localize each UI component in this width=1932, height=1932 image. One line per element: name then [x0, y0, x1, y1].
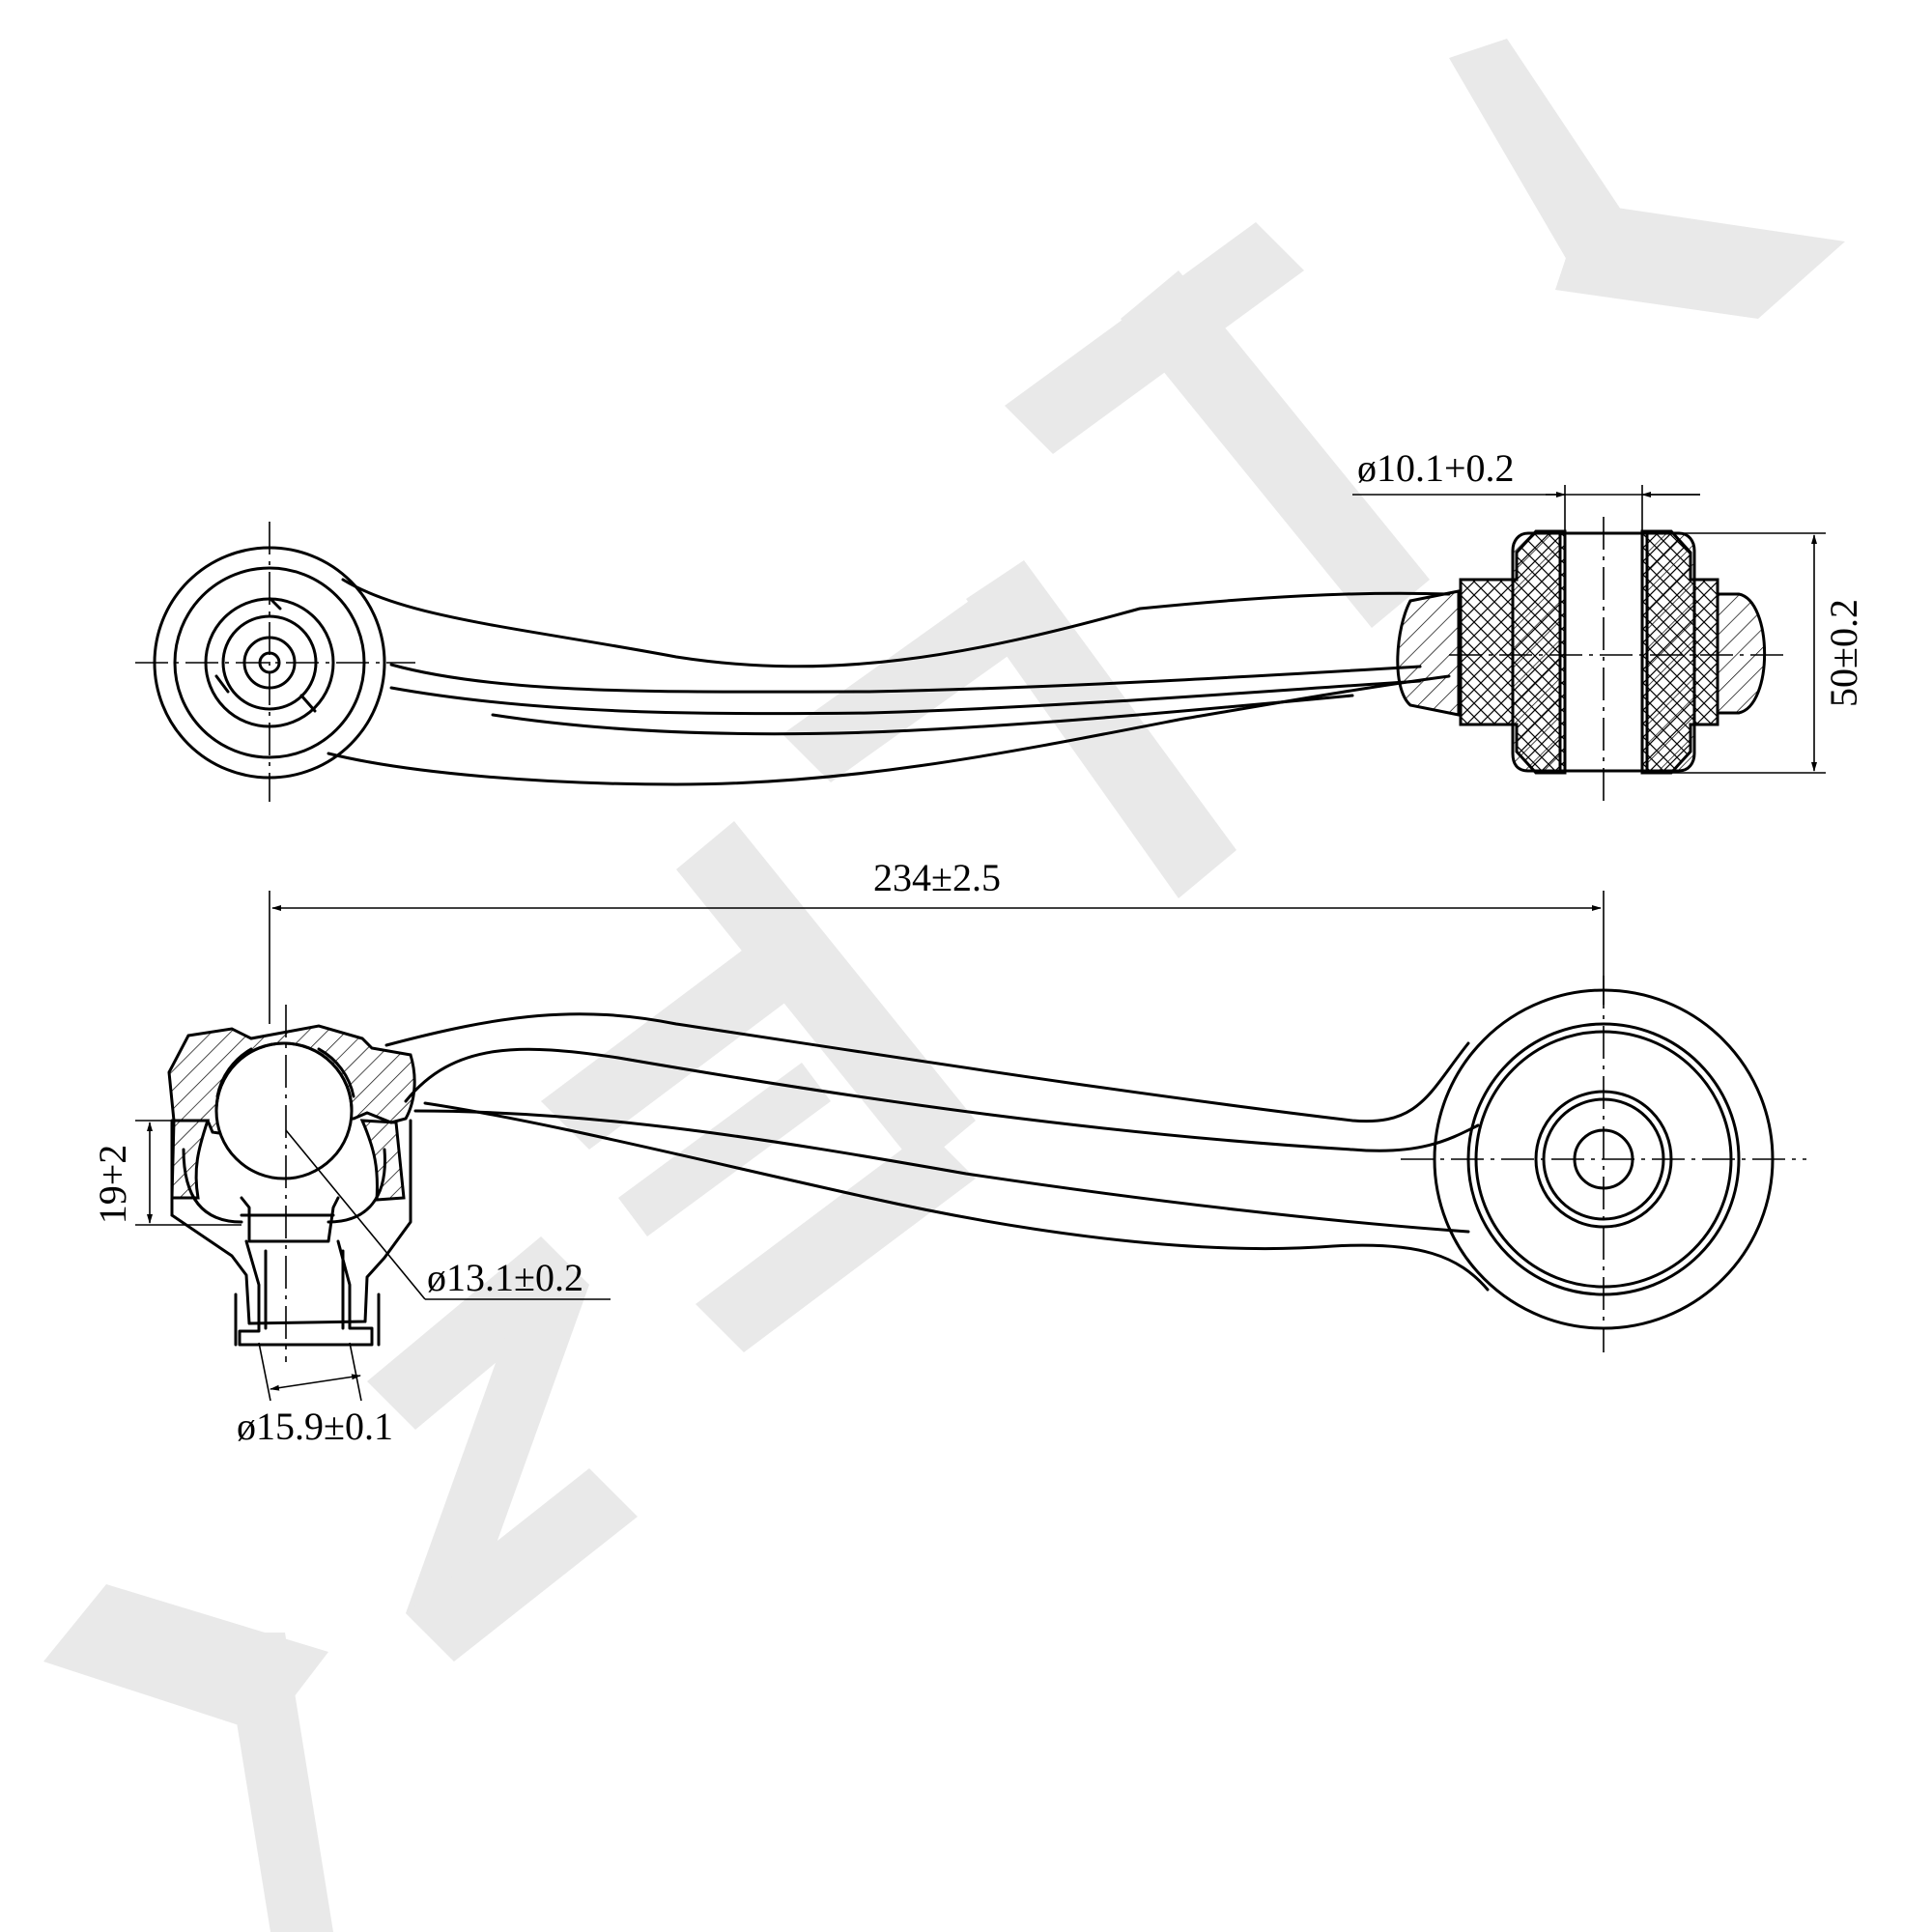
- bushing-width-label: 50±0.2: [1822, 599, 1865, 707]
- ball-stud-diameter-label: ø13.1±0.2: [427, 1256, 583, 1299]
- housing-diameter-label: ø15.9±0.1: [237, 1405, 393, 1448]
- top-view: ø10.1+0.2 50±0.2: [135, 446, 1865, 802]
- front-view: 19+2 ø13.1±0.2 ø15.9±0.1: [91, 976, 1806, 1448]
- brand-watermark-logo: [43, 39, 1845, 1932]
- overall-length-label: 234±2.5: [873, 856, 1001, 899]
- overall-length-dimension: 234±2.5: [269, 856, 1605, 1024]
- bushing-bore-diameter-label: ø10.1+0.2: [1357, 446, 1515, 490]
- ball-joint-height-label: 19+2: [91, 1145, 134, 1225]
